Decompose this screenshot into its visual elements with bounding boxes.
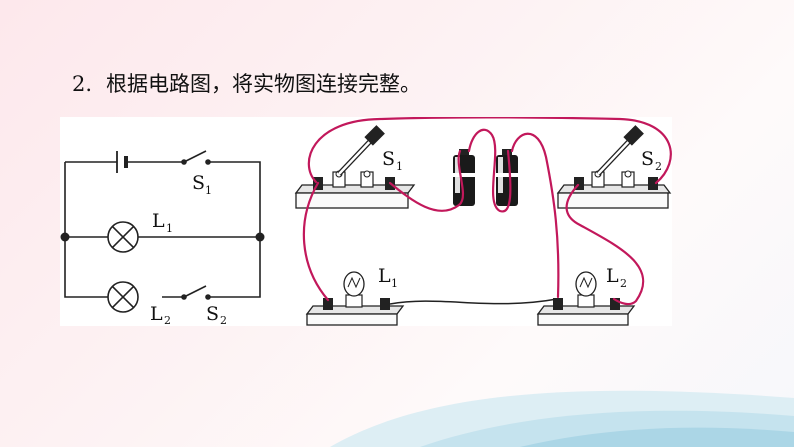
schematic-s2-letter: S: [206, 303, 219, 325]
physical-s2-sub: 2: [655, 160, 662, 173]
battery-cell-2: [496, 149, 518, 206]
question-body: 根据电路图，将实物图连接完整。: [106, 72, 422, 96]
question-text: 2. 根据电路图，将实物图连接完整。: [72, 68, 421, 98]
physical-switch-s2: [556, 125, 672, 209]
schematic-l2-sub: 2: [164, 314, 171, 326]
answer-wires: [302, 117, 672, 306]
schematic-l1-letter: L: [152, 210, 165, 232]
physical-s1-letter: S: [382, 148, 395, 170]
lamp-l1-symbol: [107, 221, 139, 253]
circuit-schematic: [64, 161, 261, 298]
lamp-l2-symbol: [107, 281, 139, 313]
question-number: 2.: [72, 72, 93, 96]
schematic-l1-sub: 1: [166, 222, 173, 235]
circuit-figure: S 1 L 1 L 2 S 2 S 1: [60, 117, 672, 326]
given-wire-l1-l2: [389, 298, 558, 305]
physical-l2-sub: 2: [620, 277, 627, 290]
schematic-s2-sub: 2: [220, 314, 227, 326]
physical-lamp-l2: [536, 271, 636, 326]
physical-l2-letter: L: [606, 265, 619, 287]
physical-l1-letter: L: [378, 265, 391, 287]
battery-cell-1: [453, 149, 475, 206]
physical-lamp-l1: [305, 271, 405, 326]
switch-s1-symbol: [181, 150, 211, 165]
physical-l1-sub: 1: [391, 277, 398, 290]
battery-symbol: [116, 151, 128, 173]
junction-right: [255, 232, 265, 242]
physical-s2-letter: S: [641, 148, 654, 170]
schematic-s1-sub: 1: [205, 184, 212, 197]
schematic-s1-letter: S: [192, 172, 205, 194]
junction-left: [60, 232, 70, 242]
schematic-l2-letter: L: [150, 303, 163, 325]
switch-s2-symbol: [181, 285, 211, 300]
physical-s1-sub: 1: [396, 160, 403, 173]
